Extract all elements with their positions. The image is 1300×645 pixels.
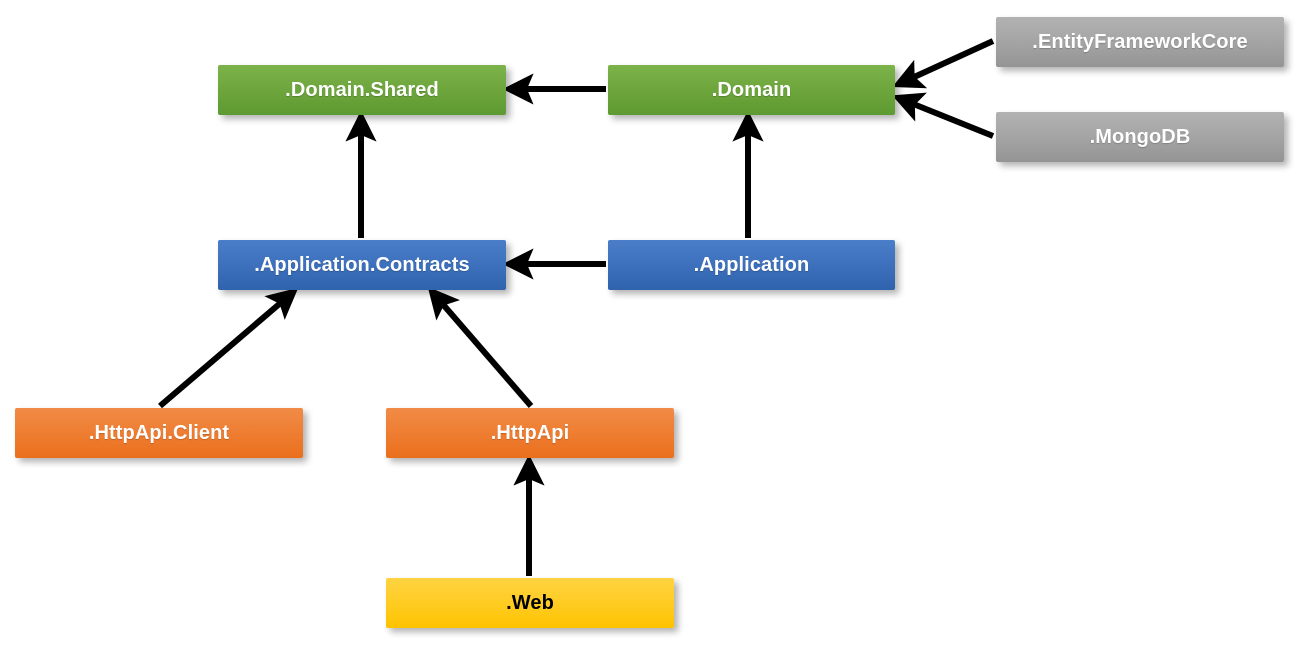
node-label: .HttpApi.Client <box>88 421 230 444</box>
node-application-contracts[interactable]: .Application.Contracts <box>218 240 506 290</box>
edge-group <box>158 38 995 576</box>
edge-httpapi-client-to-application-contracts <box>158 287 299 409</box>
node-label: .HttpApi <box>490 421 570 444</box>
node-label: .MongoDB <box>1089 125 1191 148</box>
node-httpapi-client[interactable]: .HttpApi.Client <box>15 408 303 458</box>
node-mongodb[interactable]: .MongoDB <box>996 112 1284 162</box>
node-label: .Domain <box>711 78 792 101</box>
node-label: .Application.Contracts <box>254 253 470 276</box>
edge-efcore-to-domain <box>892 38 995 89</box>
edge-httpapi-to-application-contracts <box>427 286 534 408</box>
edge-mongodb-to-domain <box>892 92 995 139</box>
node-label: .Application <box>693 253 810 276</box>
node-label: .EntityFrameworkCore <box>1032 30 1248 53</box>
node-application[interactable]: .Application <box>608 240 895 290</box>
node-entityframeworkcore[interactable]: .EntityFrameworkCore <box>996 17 1284 67</box>
node-label: .Domain.Shared <box>285 78 439 101</box>
node-label: .Web <box>506 591 554 614</box>
node-web[interactable]: .Web <box>386 578 674 628</box>
node-httpapi[interactable]: .HttpApi <box>386 408 674 458</box>
node-domain[interactable]: .Domain <box>608 65 895 115</box>
node-domain-shared[interactable]: .Domain.Shared <box>218 65 506 115</box>
